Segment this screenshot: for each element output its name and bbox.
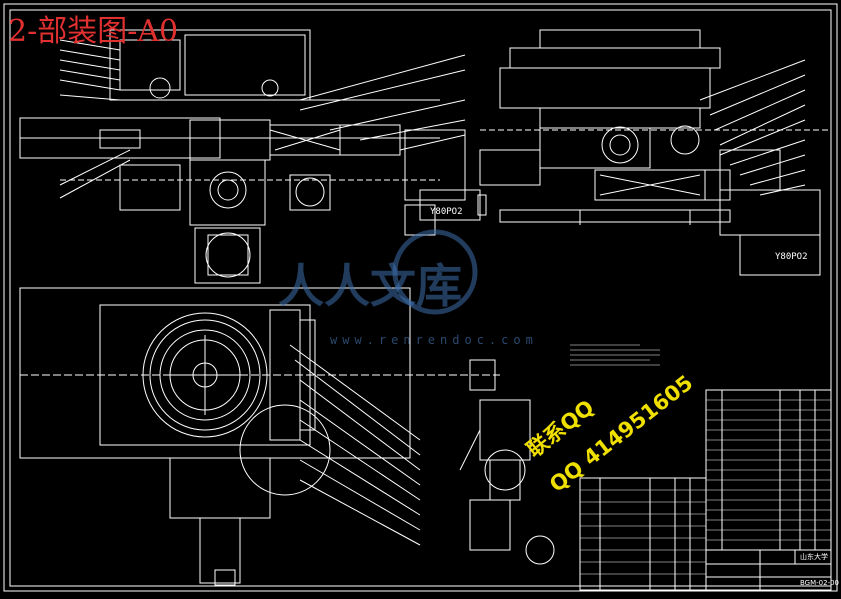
detail-view [459, 399, 555, 565]
leader-lines-right [699, 59, 806, 196]
motor-label-right: Y80PO2 [775, 252, 808, 262]
technical-notes [570, 344, 660, 366]
side-view-right [479, 29, 830, 276]
parts-list-lower [579, 477, 707, 591]
parts-list-rows [580, 399, 831, 575]
watermark-url: www.renrendoc.com [330, 333, 538, 347]
university-name: 山东大学 [800, 553, 828, 561]
drawing-title: 2-部装图-A0 [8, 14, 179, 49]
motor-label-left: Y80PO2 [430, 207, 463, 217]
title-block [705, 549, 832, 591]
inner-border [9, 9, 832, 587]
leader-lines-plan [289, 344, 421, 546]
drawing-number: BGM-02-00 [800, 579, 840, 587]
front-view-left [19, 29, 440, 284]
watermark-emblem [392, 229, 478, 315]
motor-assembly-left [404, 129, 487, 236]
plan-view [19, 287, 500, 586]
watermark-brand: 人人文库 [278, 259, 462, 313]
outer-border [3, 3, 838, 592]
leader-lines-left [59, 39, 466, 199]
